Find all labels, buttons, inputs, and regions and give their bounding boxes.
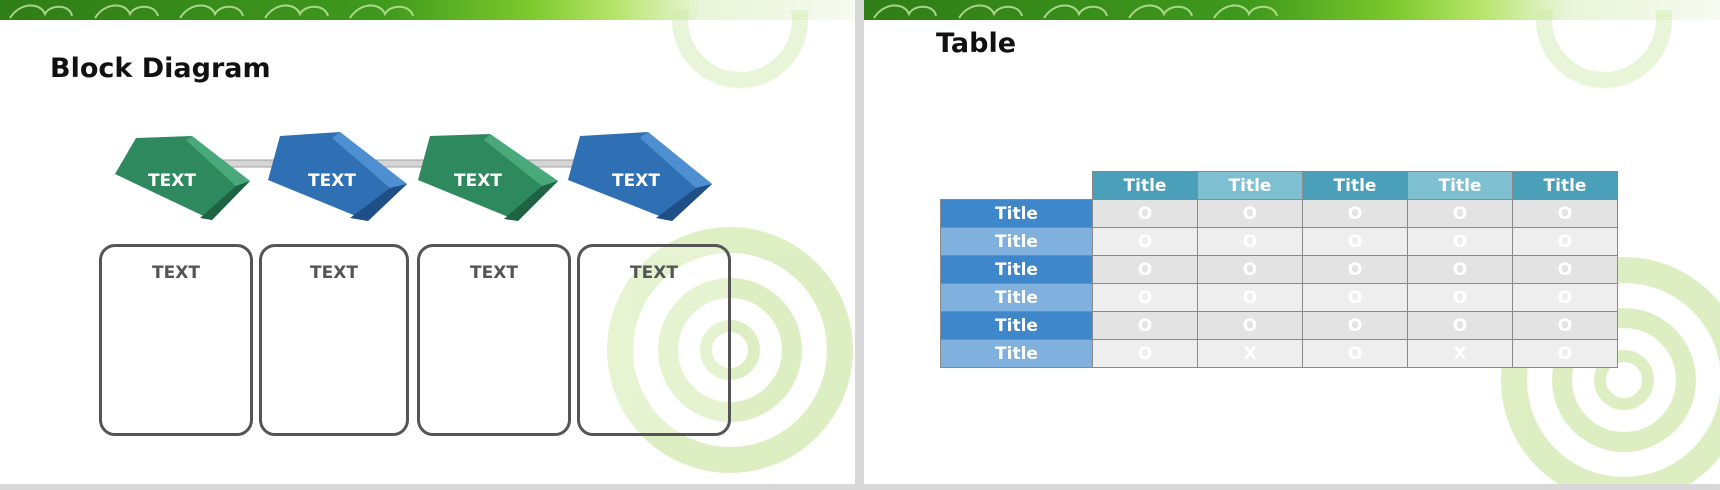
row-header: Title [941, 256, 1093, 284]
table-cell: O [1408, 228, 1513, 256]
table-cell: O [1198, 228, 1303, 256]
table-cell: O [1093, 256, 1198, 284]
table-cell: O [1408, 200, 1513, 228]
table-cell: X [1198, 340, 1303, 368]
table-cell: O [1198, 312, 1303, 340]
row-header: Title [941, 312, 1093, 340]
table-cell: O [1093, 284, 1198, 312]
column-header: Title [1303, 172, 1408, 200]
cube-label: TEXT [308, 171, 356, 191]
table-cell: O [1093, 200, 1198, 228]
box-label: TEXT [262, 263, 406, 283]
data-table: Title Title Title Title Title Title O O … [940, 171, 1618, 368]
cube-label: TEXT [612, 171, 660, 191]
swirl-top-icon [620, 10, 850, 90]
row-header: Title [941, 228, 1093, 256]
table-corner [941, 172, 1093, 200]
table-row: Title O O O O O [941, 256, 1618, 284]
table-cell: O [1303, 256, 1408, 284]
table-cell: O [1513, 256, 1618, 284]
table-cell: O [1093, 228, 1198, 256]
row-header: Title [941, 340, 1093, 368]
swirl-top-icon [1474, 10, 1714, 90]
cube-4: TEXT [568, 132, 712, 221]
table-cell: O [1513, 200, 1618, 228]
box-label: TEXT [102, 263, 250, 283]
cube-2: TEXT [268, 132, 407, 221]
column-header: Title [1093, 172, 1198, 200]
table-cell: X [1408, 340, 1513, 368]
table-cell: O [1513, 340, 1618, 368]
table-cell: O [1303, 312, 1408, 340]
table-header-row: Title Title Title Title Title [941, 172, 1618, 200]
row-header: Title [941, 284, 1093, 312]
table-row: Title O O O O O [941, 228, 1618, 256]
table-row: Title O O O O O [941, 200, 1618, 228]
row-header: Title [941, 200, 1093, 228]
slide-title: Table [936, 28, 1016, 59]
table-cell: O [1093, 340, 1198, 368]
cube-chain: TEXT TEXT TEXT TEXT [100, 126, 730, 230]
ornament-icon [864, 0, 1384, 20]
table-row: Title O O O O O [941, 312, 1618, 340]
column-header: Title [1198, 172, 1303, 200]
column-header: Title [1408, 172, 1513, 200]
table-cell: O [1303, 200, 1408, 228]
cube-label: TEXT [148, 171, 196, 191]
cube-label: TEXT [454, 171, 502, 191]
table-row: Title O X O X O [941, 340, 1618, 368]
table-cell: O [1513, 284, 1618, 312]
table-cell: O [1198, 284, 1303, 312]
text-box-4: TEXT [577, 244, 731, 436]
cube-3: TEXT [418, 134, 558, 221]
table-cell: O [1303, 340, 1408, 368]
cube-1: TEXT [115, 136, 250, 220]
slide-title: Block Diagram [50, 53, 271, 84]
table-cell: O [1303, 284, 1408, 312]
table-cell: O [1198, 200, 1303, 228]
slide-table: Table Title Title Title Title Title Titl… [864, 0, 1720, 484]
text-box-3: TEXT [417, 244, 571, 436]
table-cell: O [1513, 312, 1618, 340]
column-header: Title [1513, 172, 1618, 200]
table-row: Title O O O O O [941, 284, 1618, 312]
table-cell: O [1303, 228, 1408, 256]
box-label: TEXT [580, 263, 728, 283]
ornament-icon [0, 0, 520, 20]
text-box-2: TEXT [259, 244, 409, 436]
table-cell: O [1093, 312, 1198, 340]
text-box-1: TEXT [99, 244, 253, 436]
box-label: TEXT [420, 263, 568, 283]
table-cell: O [1198, 256, 1303, 284]
table-cell: O [1408, 312, 1513, 340]
slide-block-diagram: Block Diagram TEXT TEXT TEXT [0, 0, 855, 484]
table-cell: O [1513, 228, 1618, 256]
table-cell: O [1408, 284, 1513, 312]
table-cell: O [1408, 256, 1513, 284]
